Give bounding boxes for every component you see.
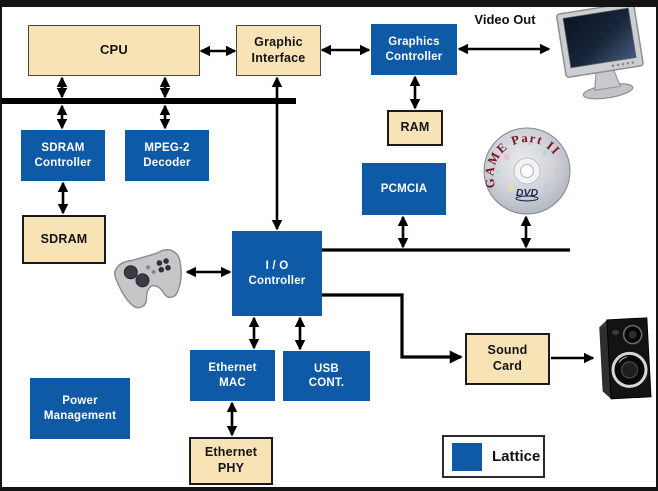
block-graphic-interface: Graphic Interface (236, 25, 321, 76)
video-out-label: Video Out (474, 12, 536, 27)
legend-label: Lattice (492, 448, 541, 465)
block-cpu-label: CPU (99, 42, 129, 58)
block-sdram-label: SDRAM (40, 231, 88, 246)
speaker-icon (599, 317, 652, 400)
connector-io-sound-card (322, 293, 463, 364)
block-ram: RAM (387, 110, 443, 146)
block-usb-cont: USB CONT. (283, 351, 370, 401)
block-sound-card-label: Sound Card (487, 343, 528, 373)
block-pcmcia-label: PCMCIA (380, 182, 428, 195)
block-mpeg2-decoder-label: MPEG-2 Decoder (143, 142, 191, 169)
block-io-controller-label: I / O Controller (248, 260, 306, 287)
block-power-management-label: Power Management (43, 395, 117, 422)
block-io-controller: I / O Controller (232, 231, 322, 316)
block-pcmcia: PCMCIA (362, 163, 446, 215)
gamepad-icon (114, 249, 182, 309)
system-bus-bar (2, 98, 296, 104)
block-graphics-controller-label: Graphics Controller (385, 36, 443, 63)
block-ethernet-phy-label: Ethernet PHY (204, 445, 258, 475)
block-mpeg2-decoder: MPEG-2 Decoder (125, 130, 209, 181)
monitor-icon (556, 2, 644, 100)
block-sdram-controller-label: SDRAM Controller (34, 142, 92, 169)
block-ethernet-mac: Ethernet MAC (190, 350, 275, 401)
block-ethernet-phy: Ethernet PHY (189, 437, 273, 485)
block-sdram: SDRAM (22, 215, 106, 264)
dvd-disc-icon: GAME Part II DVD (483, 127, 571, 215)
block-sdram-controller: SDRAM Controller (21, 130, 105, 181)
block-graphic-interface-label: Graphic Interface (251, 34, 306, 65)
block-sound-card: Sound Card (465, 333, 550, 385)
block-usb-cont-label: USB CONT. (308, 362, 345, 389)
legend-color-swatch (452, 442, 482, 471)
legend: Lattice (442, 435, 545, 478)
block-cpu: CPU (28, 25, 200, 76)
block-ethernet-mac-label: Ethernet MAC (208, 362, 257, 389)
block-ram-label: RAM (400, 120, 430, 135)
block-graphics-controller: Graphics Controller (371, 24, 457, 75)
block-power-management: Power Management (30, 378, 130, 439)
